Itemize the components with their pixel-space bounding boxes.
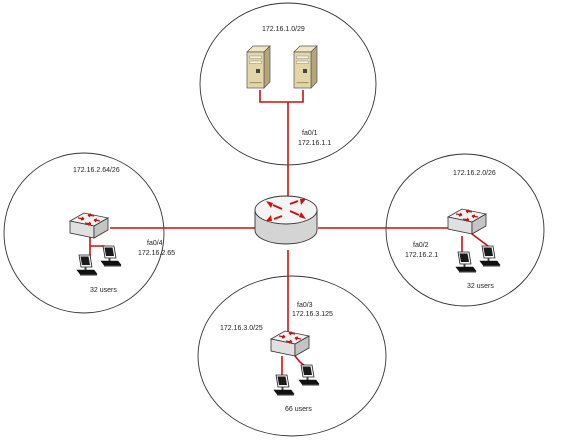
interface-label-left: fa0/4 <box>147 240 163 247</box>
switch-icon <box>447 208 487 235</box>
pc-icon <box>76 254 98 276</box>
users-label-left: 32 users <box>90 287 117 294</box>
pc-icon <box>455 251 477 273</box>
users-label-bottom: 66 users <box>285 406 312 413</box>
server-link <box>259 90 304 103</box>
switch-icon <box>270 330 310 357</box>
subnet-label-left: 172.16.2.64/26 <box>73 167 120 174</box>
ip-label-bottom: 172.16.3.125 <box>292 311 333 318</box>
ip-label-top: 172.16.1.1 <box>298 140 332 147</box>
router-icon <box>254 195 318 245</box>
users-label-right: 32 users <box>467 283 494 290</box>
interface-label-bottom: fa0/3 <box>297 302 313 309</box>
subnet-circle-right <box>385 153 545 307</box>
server-icon <box>246 45 271 89</box>
pc-icon <box>298 364 320 386</box>
ip-label-right: 172.16.2.1 <box>405 252 439 259</box>
subnet-circle-bottom <box>197 275 387 437</box>
switch-icon <box>69 212 109 239</box>
subnet-circle-left <box>3 152 165 314</box>
pc-icon <box>273 374 295 396</box>
pc-icon <box>100 245 122 267</box>
interface-label-right: fa0/2 <box>413 242 429 249</box>
subnet-label-top: 172.16.1.0/29 <box>262 26 305 33</box>
subnet-label-right: 172.16.2.0/26 <box>453 170 496 177</box>
interface-label-top: fa0/1 <box>302 130 318 137</box>
server-icon <box>293 45 318 89</box>
ip-label-left: 172.16.2.65 <box>138 250 175 257</box>
pc-icon <box>479 245 501 267</box>
subnet-label-bottom: 172.16.3.0/25 <box>220 325 263 332</box>
